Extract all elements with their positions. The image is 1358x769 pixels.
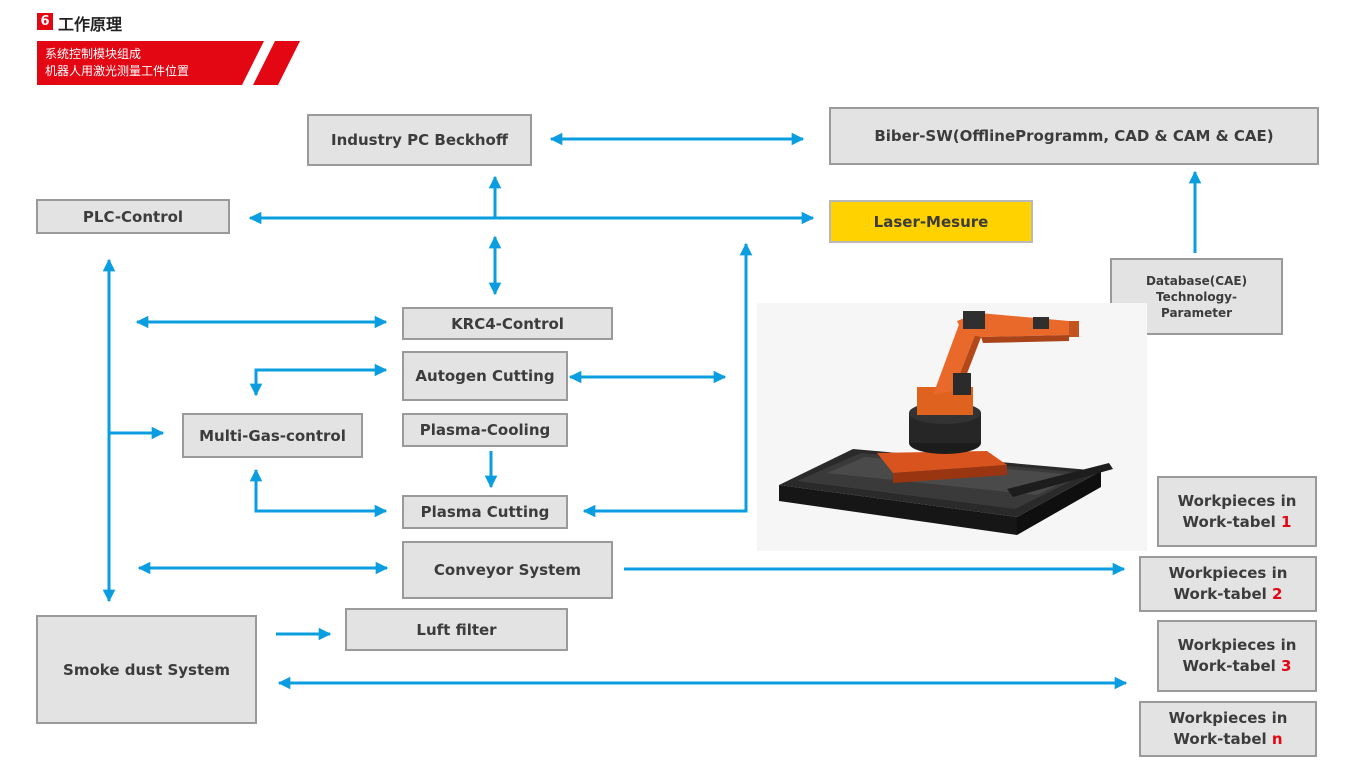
workpieces-box-3: Workpieces in Work-tabel 3	[1157, 620, 1317, 692]
plasma-cutting-box: Plasma Cutting	[402, 495, 568, 529]
workpieces-line2: Work-tabel 3	[1183, 656, 1292, 677]
plc-control-label: PLC-Control	[82, 207, 184, 226]
autogen-cutting-box: Autogen Cutting	[402, 351, 568, 401]
workpieces-line2: Work-tabel 1	[1183, 512, 1292, 533]
workpieces-line1: Workpieces in	[1168, 709, 1288, 727]
kuka-robot-on-rail-image	[757, 303, 1147, 551]
banner-line-1: 系统控制模块组成	[45, 47, 142, 61]
workpieces-line2: Work-tabel 2	[1174, 584, 1283, 605]
arrow-plasma-laser	[582, 242, 753, 518]
worktabel-index: 1	[1281, 512, 1292, 531]
banner-text: 系统控制模块组成 机器人用激光测量工件位置	[45, 46, 189, 80]
robot-illustration	[757, 303, 1147, 551]
workpieces-line1: Workpieces in	[1177, 491, 1297, 510]
luft-filter-label: Luft filter	[416, 620, 497, 639]
smoke-dust-system-box: Smoke dust System	[36, 615, 257, 724]
luft-filter-box: Luft filter	[345, 608, 568, 651]
biber-sw-label: Biber-SW(OfflineProgramm, CAD & CAM & CA…	[874, 127, 1274, 145]
krc4-control-box: KRC4-Control	[402, 307, 613, 340]
multi-gas-control-label: Multi-Gas-control	[199, 426, 346, 445]
autogen-cutting-label: Autogen Cutting	[415, 367, 555, 385]
biber-sw-box: Biber-SW(OfflineProgramm, CAD & CAM & CA…	[829, 107, 1319, 165]
worktabel-text: Work-tabel	[1182, 512, 1282, 531]
arrow-multigas-autogen	[249, 363, 388, 397]
conveyor-system-label: Conveyor System	[433, 561, 582, 579]
workpieces-box-1: Workpieces in Work-tabel 1	[1157, 476, 1317, 547]
section-number: 6	[37, 13, 53, 30]
banner-line-2: 机器人用激光测量工件位置	[45, 64, 190, 78]
smoke-dust-system-label: Smoke dust System	[63, 660, 230, 679]
database-line-1: Database(CAE)	[1145, 273, 1248, 288]
plasma-cutting-label: Plasma Cutting	[420, 503, 550, 521]
workpieces-line1: Workpieces in	[1168, 564, 1288, 582]
conveyor-system-box: Conveyor System	[402, 541, 613, 599]
multi-gas-control-box: Multi-Gas-control	[182, 413, 363, 458]
worktabel-index: 3	[1281, 657, 1292, 675]
workpieces-box-n: Workpieces in Work-tabel n	[1139, 701, 1317, 757]
worktabel-text: Work-tabel	[1182, 657, 1282, 675]
worktabel-index: n	[1271, 730, 1283, 748]
arrow-multigas-plasma	[249, 468, 388, 518]
workpieces-box-2: Workpieces in Work-tabel 2	[1139, 556, 1317, 612]
krc4-control-label: KRC4-Control	[451, 314, 564, 333]
plasma-cooling-label: Plasma-Cooling	[419, 421, 551, 439]
industry-pc-box: Industry PC Beckhoff	[307, 114, 532, 166]
laser-mesure-label: Laser-Mesure	[873, 212, 989, 231]
database-line-2: Technology-	[1156, 289, 1237, 304]
title-banner: 系统控制模块组成 机器人用激光测量工件位置	[37, 41, 300, 85]
section-title: 工作原理	[58, 15, 123, 34]
industry-pc-label: Industry PC Beckhoff	[330, 131, 508, 149]
worktabel-text: Work-tabel	[1173, 730, 1272, 748]
banner-shape	[37, 41, 300, 85]
worktabel-text: Work-tabel	[1173, 585, 1273, 603]
plasma-cooling-box: Plasma-Cooling	[402, 413, 568, 447]
worktabel-index: 2	[1272, 585, 1283, 603]
database-line-3: Parameter	[1160, 305, 1233, 320]
plc-control-box: PLC-Control	[36, 199, 230, 234]
workpieces-line2: Work-tabel n	[1173, 729, 1282, 750]
laser-mesure-box: Laser-Mesure	[829, 200, 1033, 243]
workpieces-line1: Workpieces in	[1177, 636, 1297, 654]
